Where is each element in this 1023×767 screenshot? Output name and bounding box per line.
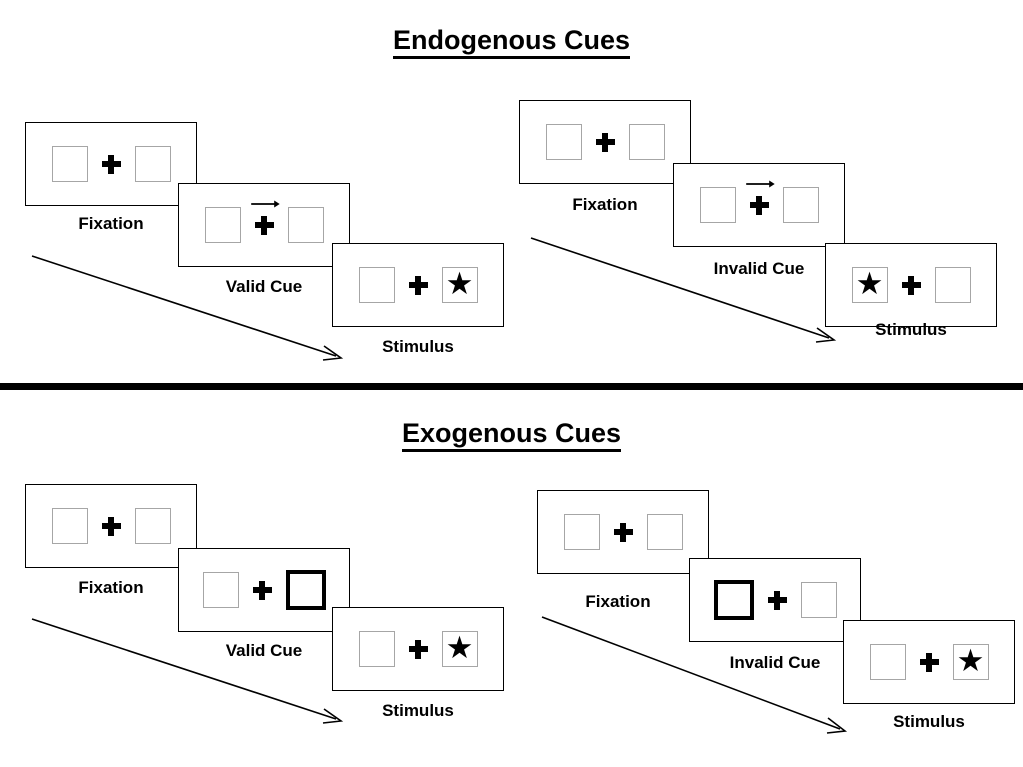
stimulus-box-left [51,508,88,544]
stimulus-box-left-cued [713,580,754,620]
stimulus-box-right: ★ [441,630,478,667]
stimulus-box-left [563,514,600,550]
stimulus-box-left: ★ [851,266,888,303]
stimulus-box-left [699,187,736,223]
stimulus-box-right [800,582,837,618]
caption-exo-valid-fixation: Fixation [78,578,144,597]
stimulus-box-left [545,124,582,160]
section-divider [0,383,1023,390]
stimulus-box-right: ★ [441,266,478,303]
section-title-endogenous: Endogenous Cues [0,25,1023,59]
fixation-cross-icon [767,590,787,610]
caption-exo-invalid-stimulus: Stimulus [893,712,965,731]
stimulus-box-left [51,146,88,182]
panel-endo-invalid-cue [673,163,845,247]
panel-exo-valid-cue [178,548,350,632]
caption-endo-invalid-fixation: Fixation [572,195,638,214]
caption-endo-invalid-stimulus: Stimulus [875,320,947,339]
stimulus-box-right [646,514,683,550]
fixation-cross-icon [408,275,428,295]
fixation-cross-icon [595,132,615,152]
stimulus-box-right: ★ [952,643,989,680]
fixation-cross-icon [919,652,939,672]
panel-exo-invalid-cue [689,558,861,642]
section-title-endogenous-text: Endogenous Cues [392,25,630,59]
stimulus-box-right [134,146,171,182]
panel-endo-valid-stimulus: ★ [332,243,504,327]
stimulus-box-left [204,207,241,243]
stimulus-box-left [202,572,239,608]
stimulus-box-right [934,267,971,303]
star-target-icon: ★ [956,643,985,678]
star-target-icon: ★ [855,266,884,301]
caption-endo-valid-stimulus: Stimulus [382,337,454,356]
panel-exo-invalid-stimulus: ★ [843,620,1015,704]
caption-endo-valid-cue: Valid Cue [225,277,303,296]
panel-endo-invalid-stimulus: ★ [825,243,997,327]
fixation-cross-icon [408,639,428,659]
stimulus-box-right [287,207,324,243]
fixation-cross-icon [251,200,280,235]
star-target-icon: ★ [445,630,474,665]
section-title-exogenous: Exogenous Cues [0,418,1023,452]
stimulus-box-right-cued [285,570,326,610]
stimulus-box-left [358,631,395,667]
stimulus-box-right [134,508,171,544]
caption-exo-valid-cue: Valid Cue [225,641,303,660]
panel-exo-valid-stimulus: ★ [332,607,504,691]
fixation-cross-icon [746,180,775,215]
panel-exo-valid-fixation [25,484,197,568]
fixation-cross-icon [252,580,272,600]
caption-exo-invalid-fixation: Fixation [585,592,651,611]
progression-arrow-endo-valid [31,255,344,361]
stimulus-box-left [358,267,395,303]
caption-exo-invalid-cue: Invalid Cue [729,653,821,672]
arrow-right-cue-icon [746,180,775,187]
panel-endo-valid-fixation [25,122,197,206]
progression-arrow-endo-invalid [530,237,837,343]
fixation-cross-icon [901,275,921,295]
fixation-cross-icon [101,516,121,536]
panel-endo-valid-cue [178,183,350,267]
fixation-cross-icon [613,522,633,542]
section-title-exogenous-text: Exogenous Cues [401,418,622,452]
caption-endo-invalid-cue: Invalid Cue [713,259,805,278]
stimulus-box-right [782,187,819,223]
fixation-cross-icon [101,154,121,174]
panel-endo-invalid-fixation [519,100,691,184]
arrow-right-cue-icon [251,200,280,207]
panel-exo-invalid-fixation [537,490,709,574]
caption-endo-valid-fixation: Fixation [78,214,144,233]
star-target-icon: ★ [445,266,474,301]
caption-exo-valid-stimulus: Stimulus [382,701,454,720]
stimulus-box-left [869,644,906,680]
stimulus-box-right [628,124,665,160]
